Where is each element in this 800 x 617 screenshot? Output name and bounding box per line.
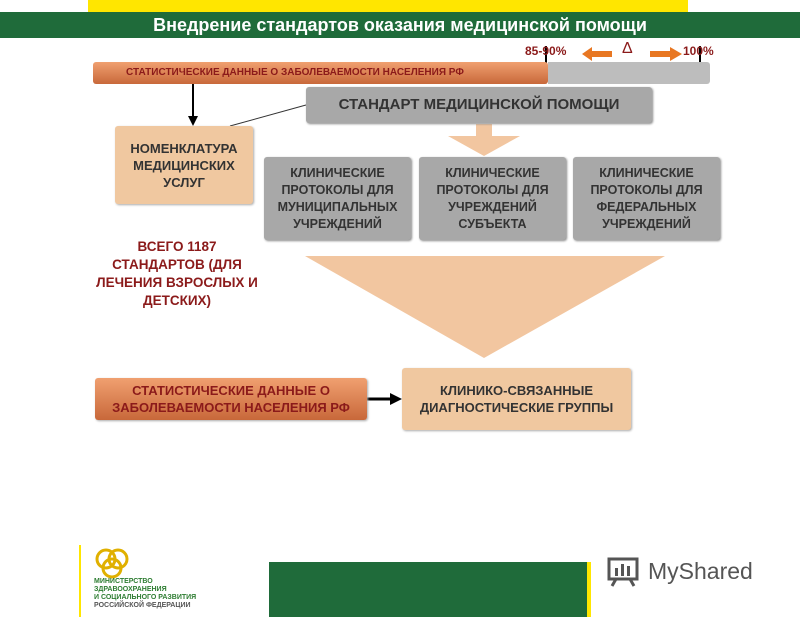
ministry-line: РОССИЙСКОЙ ФЕДЕРАЦИИ (94, 602, 191, 609)
nomenclature-arrowhead (188, 116, 198, 126)
delta-label: Δ (622, 40, 633, 57)
protocol-label: КЛИНИЧЕСКИЕ ПРОТОКОЛЫ ДЛЯ УЧРЕЖДЕНИЙ СУБ… (436, 165, 549, 231)
bottom-stat-label: СТАТИСТИЧЕСКИЕ ДАННЫЕ О ЗАБОЛЕВАЕМОСТИ Н… (112, 383, 350, 415)
ministry-line: И СОЦИАЛЬНОГО РАЗВИТИЯ (94, 594, 197, 601)
ministry-name: МИНИСТЕРСТВО ЗДРАВООХРАНЕНИЯ И СОЦИАЛЬНО… (94, 578, 254, 610)
kdg-arrowhead (390, 393, 402, 405)
protocol-box-subject: КЛИНИЧЕСКИЕ ПРОТОКОЛЫ ДЛЯ УЧРЕЖДЕНИЙ СУБ… (419, 157, 566, 240)
standard-nomenclature-link (229, 104, 307, 127)
nomenclature-box: НОМЕНКЛАТУРА МЕДИЦИНСКИХ УСЛУГ (115, 126, 253, 204)
kdg-box: КЛИНИКО-СВЯЗАННЫЕ ДИАГНОСТИЧЕСКИЕ ГРУППЫ (402, 368, 631, 430)
protocol-box-federal: КЛИНИЧЕСКИЕ ПРОТОКОЛЫ ДЛЯ ФЕДЕРАЛЬНЫХ УЧ… (573, 157, 720, 240)
protocol-label: КЛИНИЧЕСКИЕ ПРОТОКОЛЫ ДЛЯ ФЕДЕРАЛЬНЫХ УЧ… (590, 165, 703, 231)
kdg-label: КЛИНИКО-СВЯЗАННЫЕ ДИАГНОСТИЧЕСКИЕ ГРУППЫ (419, 383, 614, 415)
bottom-stat-box: СТАТИСТИЧЕСКИЕ ДАННЫЕ О ЗАБОЛЕВАЕМОСТИ Н… (95, 378, 367, 420)
nomenclature-label: НОМЕНКЛАТУРА МЕДИЦИНСКИХ УСЛУГ (130, 140, 238, 190)
ministry-line: ЗДРАВООХРАНЕНИЯ (94, 586, 167, 593)
myshared-watermark[interactable]: MyShared (648, 558, 753, 584)
ministry-logo-icon (95, 548, 129, 579)
pct-right-label: 100% (683, 44, 714, 58)
top-stat-bar: СТАТИСТИЧЕСКИЕ ДАННЫЕ О ЗАБОЛЕВАЕМОСТИ Н… (93, 62, 548, 84)
total-standards-text: ВСЕГО 1187 СТАНДАРТОВ (ДЛЯ ЛЕЧЕНИЯ ВЗРОС… (96, 239, 258, 308)
page-title: Внедрение стандартов оказания медицинско… (153, 15, 647, 35)
standard-down-arrow (448, 124, 520, 156)
standard-box: СТАНДАРТ МЕДИЦИНСКОЙ ПОМОЩИ (306, 87, 652, 123)
header-bar (0, 12, 800, 38)
footer-green-block (269, 562, 587, 617)
stat-bar-remainder (548, 62, 710, 84)
delta-right-arrow (650, 47, 682, 61)
footer-yellow-strip (587, 562, 591, 617)
protocol-label: КЛИНИЧЕСКИЕ ПРОТОКОЛЫ ДЛЯ МУНИЦИПАЛЬНЫХ … (277, 165, 398, 231)
pct-left-label: 85-90% (525, 44, 567, 58)
delta-left-arrow (582, 47, 612, 61)
myshared-logo-icon (607, 557, 639, 587)
protocol-box-municipal: КЛИНИЧЕСКИЕ ПРОТОКОЛЫ ДЛЯ МУНИЦИПАЛЬНЫХ … (264, 157, 411, 240)
protocols-funnel (305, 256, 665, 358)
ministry-line: МИНИСТЕРСТВО (94, 578, 153, 585)
header-accent-strip (88, 0, 688, 12)
